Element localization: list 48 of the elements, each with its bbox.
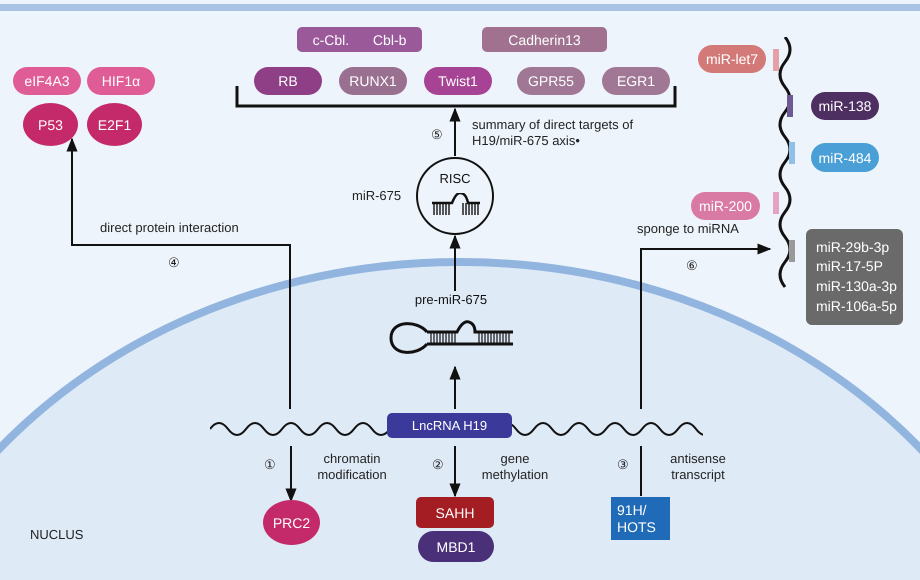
arrow (449, 234, 461, 291)
mirna-pill: miR-let7 (698, 45, 766, 73)
mirna-pill: miR-484 (811, 143, 879, 172)
protein-pill: MBD1 (418, 531, 494, 562)
protein-ellipse: E2F1 (87, 103, 142, 146)
risc-circle (416, 157, 494, 235)
arrow (449, 108, 461, 156)
protein-box: SAHH (416, 497, 494, 528)
step-number: ⑤ (431, 127, 443, 144)
transcript-box: 91H/ HOTS (611, 497, 670, 540)
arrow (285, 446, 297, 502)
mirna-name: miR-130a-3p (816, 277, 897, 296)
target-pill: RB (254, 67, 322, 95)
risc-label: RISC (439, 171, 471, 186)
step-number: ① (264, 457, 276, 474)
edge-label: direct protein interaction (100, 220, 240, 236)
edge-label: gene methylation (480, 451, 550, 484)
mirna-name: miR-17-5P (816, 257, 883, 276)
arrow (449, 366, 461, 409)
mirna-pill: miR-200 (691, 192, 760, 220)
step-number: ④ (168, 255, 180, 272)
lncrna-box: LncRNA H19 (387, 413, 512, 438)
target-pill: RUNX1 (339, 67, 407, 95)
arrow (449, 446, 461, 498)
target-box: c-Cbl. Cbl-b (297, 27, 422, 52)
mirna-list-box (806, 229, 903, 325)
edge-label: chromatin modification (316, 451, 388, 484)
edge-label: antisense transcript (669, 451, 727, 484)
mirna-pill: miR-138 (811, 92, 879, 120)
protein-ellipse: P53 (23, 103, 78, 146)
protein-pill: HIF1α (87, 67, 155, 95)
target-box: Cadherin13 (482, 27, 607, 52)
edge-label: sponge to miRNA (637, 221, 740, 238)
edge-label: summary of direct targets of H19/miR-675 axis• (472, 117, 634, 150)
step-number: ⑥ (686, 258, 698, 274)
target-pill: GPR55 (517, 67, 585, 95)
mirna-name: miR-106a-5p (816, 296, 897, 316)
protein-pill: eIF4A3 (13, 67, 81, 95)
step-number: ③ (617, 457, 629, 474)
compartment-label: NUCLUS (30, 527, 84, 544)
arrow (66, 138, 291, 409)
mirna-name: miR-29b-3p (816, 238, 890, 257)
step-number: ② (432, 457, 444, 474)
target-pill: Twist1 (424, 67, 492, 95)
target-pill: EGR1 (602, 67, 670, 95)
arrow (640, 243, 772, 409)
mirna-label: miR-675 (352, 188, 402, 204)
precursor-label: pre-miR-675 (414, 292, 488, 307)
